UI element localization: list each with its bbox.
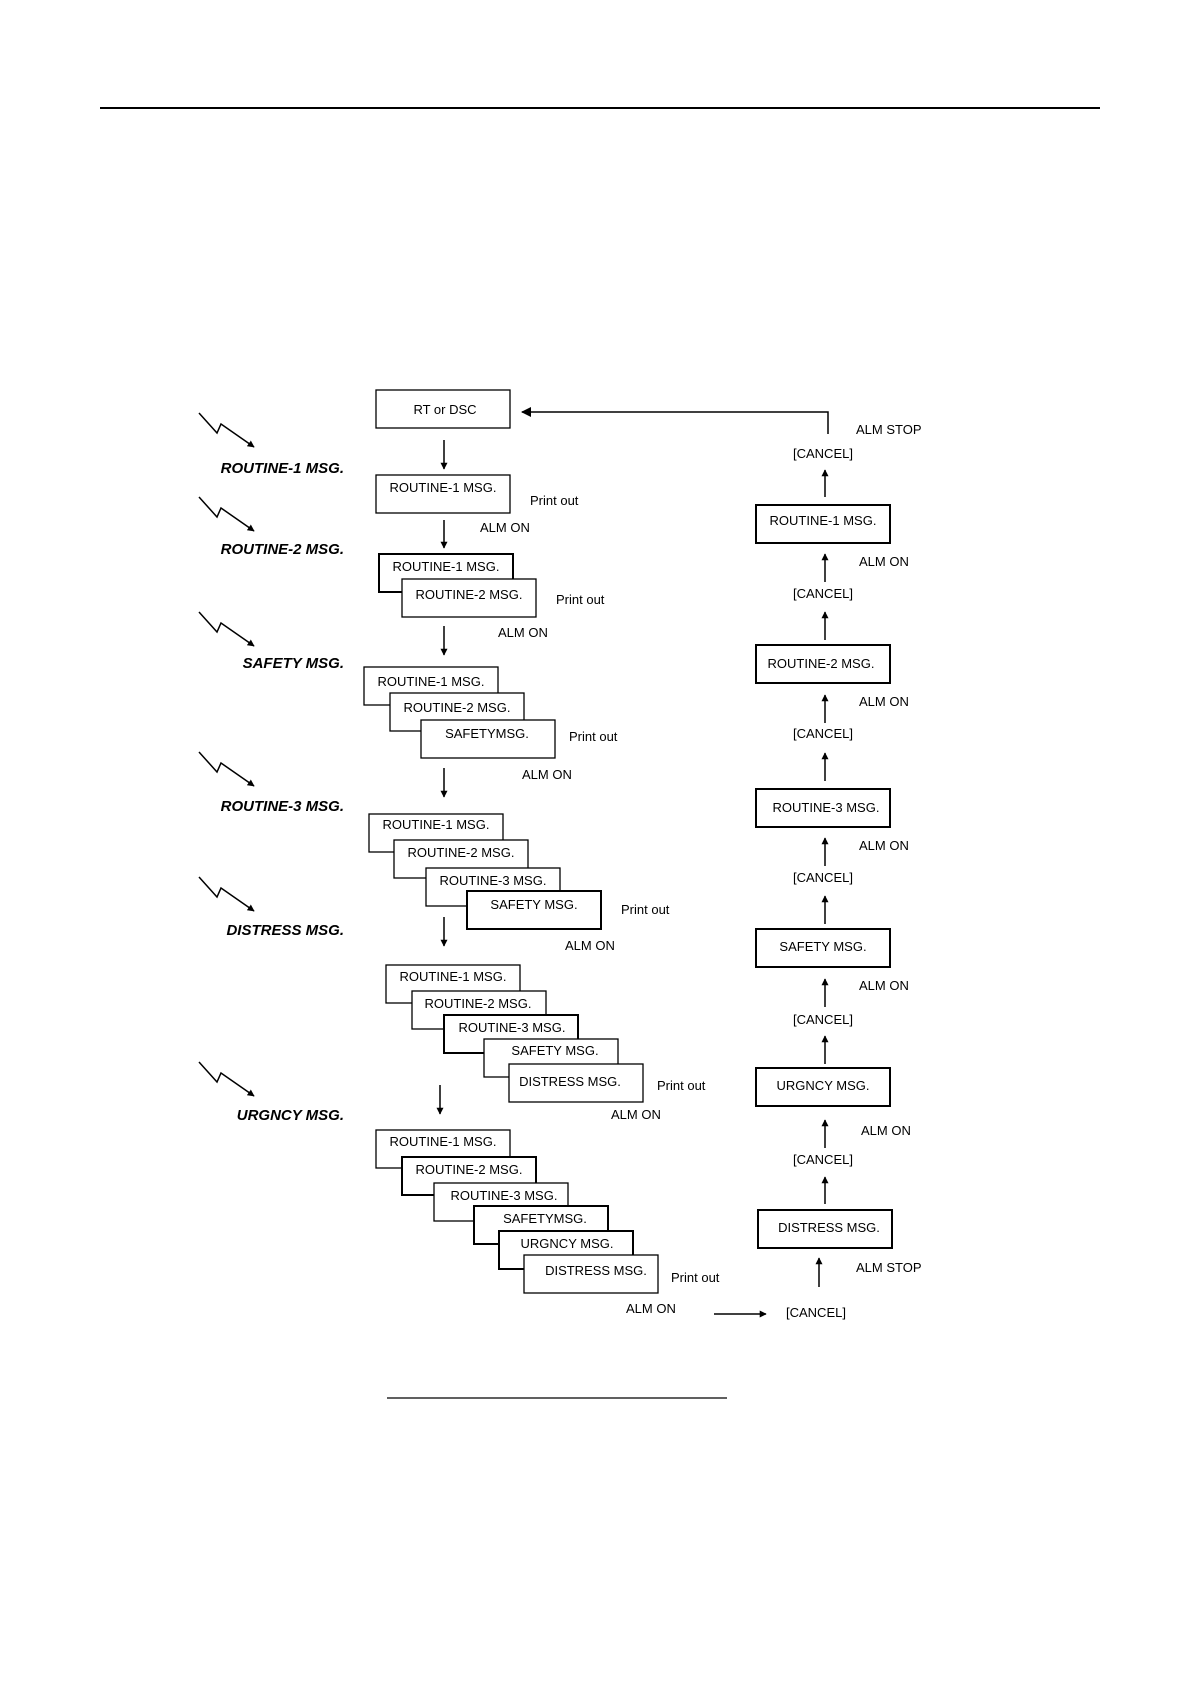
alm-on-label: ALM ON [861,1123,911,1138]
incoming-signal-icon [198,876,255,912]
stack-box-label: ROUTINE-1 MSG. [400,969,507,984]
cancel-label: [CANCEL] [793,586,853,601]
alm-stop-label: ALM STOP [856,1260,922,1275]
stack-box-label: URGNCY MSG. [521,1236,614,1251]
stack-4: ROUTINE-1 MSG. ROUTINE-2 MSG. ROUTINE-3 … [368,813,602,930]
print-out-label: Print out [621,902,670,917]
alm-on-label: ALM ON [480,520,530,535]
cancel-label: [CANCEL] [793,1012,853,1027]
stack-box-label: DISTRESS MSG. [545,1263,647,1278]
return-path [521,407,829,434]
print-out-label: Print out [530,493,579,508]
stack-6: ROUTINE-1 MSG. ROUTINE-2 MSG. ROUTINE-3 … [375,1129,659,1294]
event-label-2: ROUTINE-2 MSG. [221,541,344,558]
event-label-3: SAFETY MSG. [243,655,344,672]
start-box-label: RT or DSC [413,402,476,417]
start-box: RT or DSC [375,389,511,429]
stack-box-label: ROUTINE-1 MSG. [393,559,500,574]
event-label-6: URGNCY MSG. [237,1107,344,1124]
print-out-label: Print out [556,592,605,607]
right-box-routine-1: ROUTINE-1 MSG. [755,504,891,544]
print-out-label: Print out [569,729,618,744]
incoming-signal-icon [198,751,255,787]
right-box-safety: SAFETY MSG. [755,928,891,968]
stack-box-label: ROUTINE-3 MSG. [451,1188,558,1203]
svg-text:DISTRESS MSG.: DISTRESS MSG. [778,1220,880,1235]
stack-box-label: ROUTINE-1 MSG. [390,1134,497,1149]
cancel-label: [CANCEL] [793,870,853,885]
right-box-distress: DISTRESS MSG. [757,1209,893,1249]
incoming-signal-icon [198,496,255,532]
stack-box-label: SAFETYMSG. [503,1211,587,1226]
stack-box-label: SAFETYMSG. [445,726,529,741]
alm-on-label: ALM ON [522,767,572,782]
right-box-routine-2: ROUTINE-2 MSG. [755,644,891,684]
stack-box-label: ROUTINE-3 MSG. [440,873,547,888]
alm-on-label: ALM ON [565,938,615,953]
stack-box-label: ROUTINE-2 MSG. [425,996,532,1011]
stack-box-label: SAFETY MSG. [490,897,577,912]
cancel-label: [CANCEL] [793,726,853,741]
event-label-5: DISTRESS MSG. [226,922,344,939]
stack-box-label: ROUTINE-3 MSG. [459,1020,566,1035]
svg-text:ROUTINE-1 MSG.: ROUTINE-1 MSG. [770,513,877,528]
incoming-signal-icon [198,611,255,647]
cancel-label: [CANCEL] [793,446,853,461]
alm-on-label: ALM ON [626,1301,676,1316]
stack-box-label: DISTRESS MSG. [519,1074,621,1089]
print-out-label: Print out [657,1078,706,1093]
alm-on-label: ALM ON [859,838,909,853]
svg-text:URGNCY MSG.: URGNCY MSG. [777,1078,870,1093]
alm-stop-label-top: ALM STOP [856,422,922,437]
alm-on-label: ALM ON [859,694,909,709]
alm-on-label: ALM ON [859,978,909,993]
incoming-signal-icon [198,412,255,448]
stack-box-label: ROUTINE-1 MSG. [383,817,490,832]
stack-1: ROUTINE-1 MSG. [375,474,511,514]
stack-box-label: ROUTINE-2 MSG. [416,587,523,602]
cancel-label: [CANCEL] [793,1152,853,1167]
stack-2: ROUTINE-1 MSG. ROUTINE-2 MSG. [378,553,537,618]
alm-on-label: ALM ON [859,554,909,569]
svg-text:ROUTINE-2 MSG.: ROUTINE-2 MSG. [768,656,875,671]
stack-5: ROUTINE-1 MSG. ROUTINE-2 MSG. ROUTINE-3 … [385,964,644,1103]
alm-on-label: ALM ON [611,1107,661,1122]
right-box-urgency: URGNCY MSG. [755,1067,891,1107]
right-box-routine-3: ROUTINE-3 MSG. [755,788,891,828]
svg-text:ROUTINE-3 MSG.: ROUTINE-3 MSG. [773,800,880,815]
stack-box-label: ROUTINE-2 MSG. [416,1162,523,1177]
print-out-label: Print out [671,1270,720,1285]
stack-box-label: SAFETY MSG. [511,1043,598,1058]
svg-text:SAFETY MSG.: SAFETY MSG. [779,939,866,954]
alm-on-label: ALM ON [498,625,548,640]
stack-box-label: ROUTINE-1 MSG. [378,674,485,689]
stack-3: ROUTINE-1 MSG. ROUTINE-2 MSG. SAFETYMSG. [363,666,556,759]
stack-box-label: ROUTINE-1 MSG. [390,480,497,495]
cancel-label: [CANCEL] [786,1305,846,1320]
stack-box-label: ROUTINE-2 MSG. [404,700,511,715]
event-label-1: ROUTINE-1 MSG. [221,460,344,477]
event-label-4: ROUTINE-3 MSG. [221,798,344,815]
incoming-signal-icon [198,1061,255,1097]
stack-box-label: ROUTINE-2 MSG. [408,845,515,860]
